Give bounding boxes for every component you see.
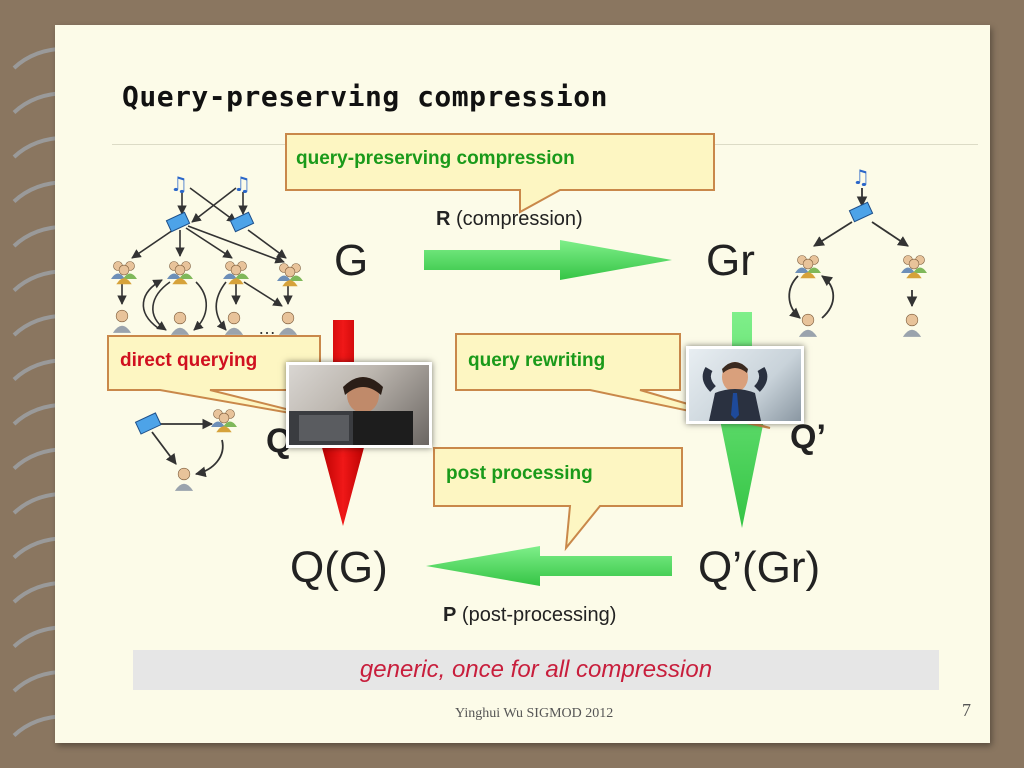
slide-title: Query-preserving compression (122, 80, 609, 113)
summary-banner: generic, once for all compression (133, 650, 939, 690)
r-letter: R (436, 208, 451, 230)
callout-top-text: query-preserving compression (296, 148, 575, 169)
compression-caption: R (compression) (436, 208, 583, 231)
page-number: 7 (962, 700, 971, 720)
callout-post-text: post processing (446, 463, 593, 484)
callout-direct-text: direct querying (120, 350, 258, 371)
post-processing-caption: P (post-processing) (443, 604, 616, 627)
summary-banner-text: generic, once for all compression (359, 656, 713, 683)
label-q-prime: Q’ (790, 418, 826, 456)
r-caption: (compression) (456, 208, 583, 230)
label-gr: Gr (706, 236, 755, 285)
slide-page (55, 25, 990, 743)
p-caption: (post-processing) (461, 604, 617, 626)
label-qprime-gr: Q’(Gr) (698, 543, 821, 592)
callout-rewrite-text: query rewriting (468, 350, 606, 371)
title-divider (112, 144, 978, 145)
label-qg: Q(G) (290, 543, 388, 592)
relaxed-person-photo (686, 346, 804, 424)
p-letter: P (443, 604, 457, 626)
label-g: G (334, 236, 369, 285)
slide-footer: Yinghui Wu SIGMOD 2012 (455, 706, 614, 721)
frustrated-person-photo (286, 362, 432, 448)
